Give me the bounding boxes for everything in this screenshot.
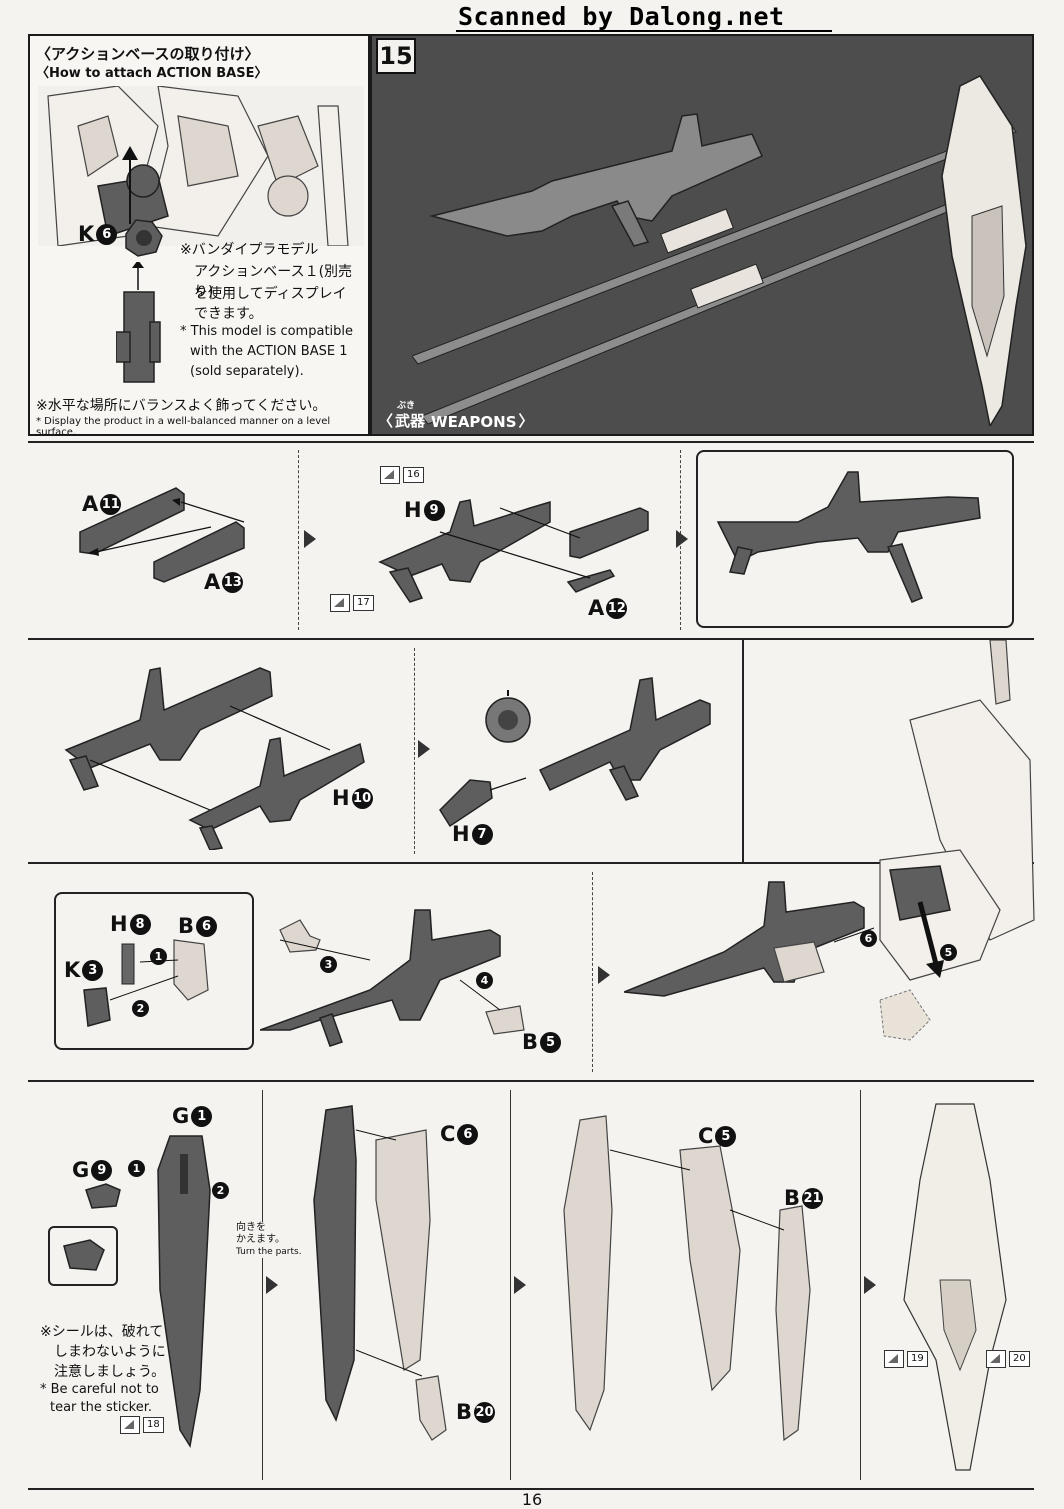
sticker-16: 16 <box>380 466 424 484</box>
divider-1 <box>28 441 1034 443</box>
weapons-section-label: 〈 ぶき 武器 WEAPONS 〉 <box>378 401 534 431</box>
sticker-17: 17 <box>330 594 374 612</box>
step-number: 15 <box>376 38 416 74</box>
rifle-assembly-h9 <box>378 499 649 603</box>
action-base-title-en: 〈How to attach ACTION BASE〉 <box>36 66 268 81</box>
action-base-panel: 〈アクションベースの取り付け〉 〈How to attach ACTION BA… <box>28 34 370 438</box>
action-base-note-en-1: * This model is compatible <box>180 324 354 339</box>
weapons-ruby: ぶき <box>397 401 416 411</box>
sticker-note-en-2: tear the sticker. <box>50 1400 152 1415</box>
robot-arm-illustration <box>879 640 1035 1041</box>
shield-complete <box>903 1103 1007 1471</box>
attach-arrow <box>122 146 138 224</box>
grip-detail-box <box>54 892 254 1050</box>
bottom-frame <box>28 1488 1034 1490</box>
shield-c6-b20-assembly <box>313 1105 447 1441</box>
display-note-jp: ※水平な場所にバランスよく飾ってください。 <box>36 398 327 414</box>
action-base-note-jp-2: アクションベース１(別売り) <box>194 264 353 300</box>
shield-g1-part <box>157 1135 211 1449</box>
row4-step-2-marker: 2 <box>212 1182 229 1199</box>
step-4-marker: 4 <box>476 972 493 989</box>
turn-parts-note: 向きを かえます。 Turn the parts. <box>236 1222 302 1258</box>
page-number: 16 <box>521 1490 543 1509</box>
g9-detail-image <box>63 1239 105 1271</box>
divider-2 <box>28 638 1034 640</box>
sticker-note-en-1: * Be careful not to <box>40 1382 159 1397</box>
row4-arrow-b <box>514 1276 526 1294</box>
sticker-20: 20 <box>986 1350 1030 1368</box>
row2-panel <box>28 638 744 864</box>
action-base-note-en-2: with the ACTION BASE 1 <box>190 344 348 359</box>
divider-4 <box>28 1080 1034 1082</box>
row4-divider-a <box>262 1090 263 1480</box>
step-6-marker: 6 <box>860 930 877 947</box>
g9-part-image <box>85 1183 121 1209</box>
step-5-marker: 5 <box>940 944 957 961</box>
row1-arrow-b <box>676 530 688 548</box>
weapons-en: WEAPONS <box>431 413 517 431</box>
row3-arrow <box>598 966 610 984</box>
action-base-note-jp-3: を使用してディスプレイ <box>194 286 347 302</box>
watermark-text: Scanned by Dalong.net <box>458 2 785 31</box>
weapons-panel: 15 〈 ぶき 武器 WEAPONS 〉 <box>370 34 1034 436</box>
row4-divider-c <box>860 1090 861 1480</box>
rifle-complete-preview <box>696 450 1014 628</box>
rifle-mounted-assembly <box>624 881 875 997</box>
rifle-halves-h10 <box>64 667 365 850</box>
action-base-stand-image <box>116 262 161 383</box>
sticker-note-jp-1: ※シールは、破れて <box>40 1324 164 1340</box>
weapons-jp: 武器 <box>395 412 426 430</box>
muzzle-h7-assembly <box>439 677 711 828</box>
row4-step-1-marker: 1 <box>128 1160 145 1177</box>
row4-arrow-a <box>266 1276 278 1294</box>
row3-divider <box>592 872 593 1072</box>
step-2-marker: 2 <box>132 1000 149 1017</box>
display-note-en: * Display the product in a well-balanced… <box>36 416 331 438</box>
sticker-note-jp-2: しまわないように <box>54 1344 166 1360</box>
g9-detail-box <box>48 1226 118 1286</box>
step-1-marker: 1 <box>150 948 167 965</box>
a11-a13-parts <box>79 487 245 583</box>
row4-divider-b <box>510 1090 511 1480</box>
action-base-title-jp: 〈アクションベースの取り付け〉 <box>36 45 260 63</box>
sticker-19: 19 <box>884 1350 928 1368</box>
sticker-note-jp-3: 注意しましょう。 <box>54 1364 166 1380</box>
row1-divider-a <box>298 450 299 630</box>
row2-divider <box>414 648 415 854</box>
row4-arrow-c <box>864 1276 876 1294</box>
row2-arrow <box>418 740 430 758</box>
rifle-grip-assembly <box>260 909 525 1047</box>
grip-parts <box>83 939 209 1027</box>
shield-c5-b21-assembly <box>563 1115 811 1442</box>
arm-insert-arrow <box>917 901 944 978</box>
sticker-18: 18 <box>120 1416 164 1434</box>
action-base-note-en-3: (sold separately). <box>190 364 304 379</box>
step-3-marker: 3 <box>320 956 337 973</box>
watermark-underline <box>456 30 832 32</box>
part-k6-image <box>125 219 163 257</box>
row1-arrow-a <box>304 530 316 548</box>
action-base-note-jp-4: できます。 <box>194 306 263 322</box>
action-base-note-jp-1: ※バンダイプラモデル <box>180 242 319 258</box>
rifle-complete-image <box>716 471 981 603</box>
weapons-overview-illustration <box>412 75 1027 426</box>
